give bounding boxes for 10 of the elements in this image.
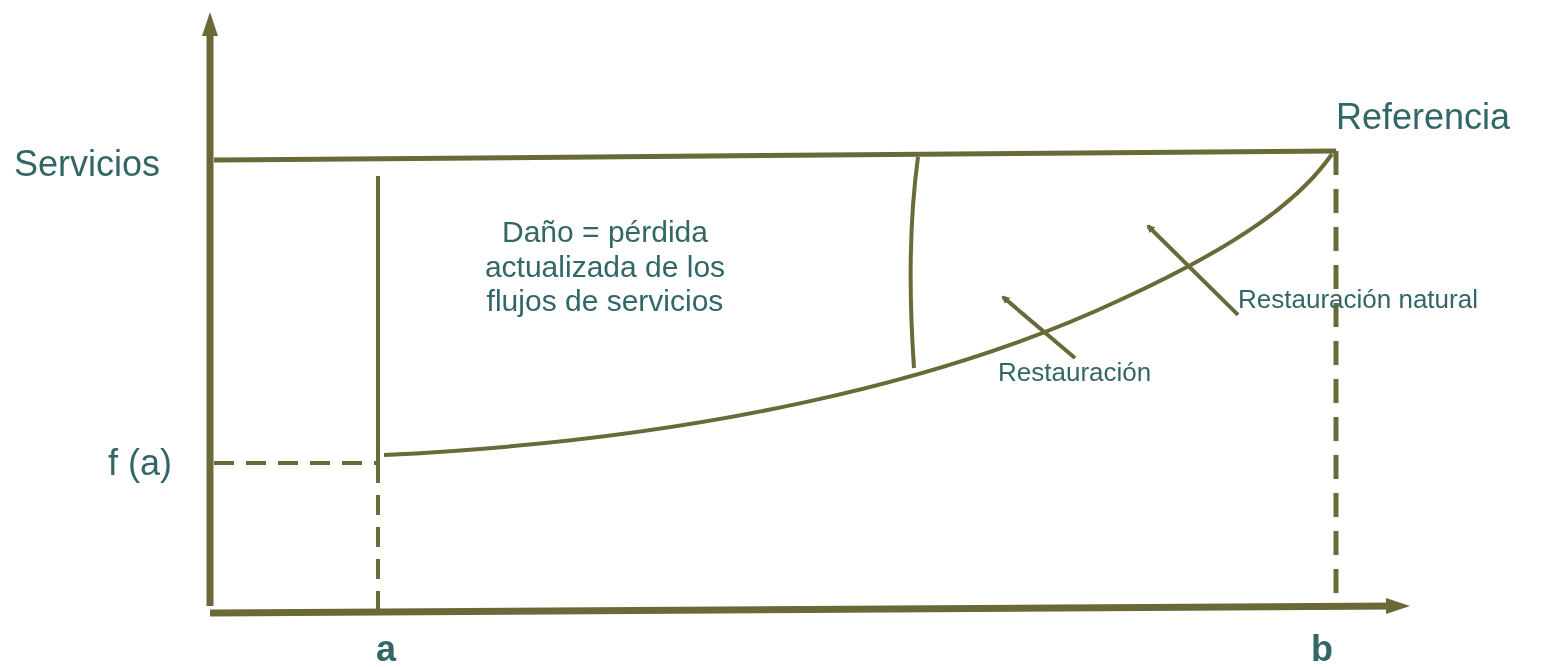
- arrow-label: Restauración: [998, 358, 1152, 388]
- axis-label: Servicios: [14, 143, 161, 185]
- reference-label: Referencia: [1336, 96, 1511, 138]
- tick-label: a: [376, 628, 397, 667]
- tick-label: b: [1311, 628, 1333, 667]
- value-label: f (a): [108, 442, 172, 484]
- arrow-label: Restauración natural: [1238, 285, 1478, 315]
- arrow: [1146, 224, 1240, 317]
- arrow: [1001, 295, 1077, 360]
- area-label: Daño = pérdida actualizada de los flujos de servicios: [483, 215, 727, 319]
